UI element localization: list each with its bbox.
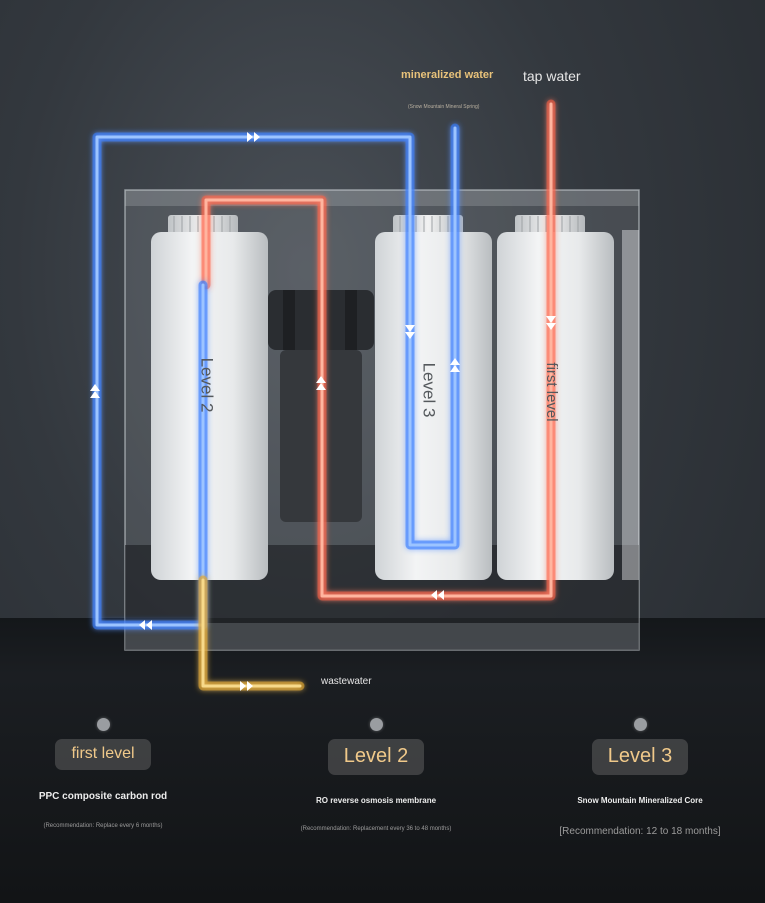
stage-description: PPC composite carbon rod xyxy=(38,791,168,802)
stage-indicator-dot xyxy=(369,718,383,731)
mineralized-water-label: mineralized water xyxy=(401,69,494,81)
pure-water-flow xyxy=(92,123,460,630)
stage-description: RO reverse osmosis membrane xyxy=(315,796,437,805)
cartridge-label-level-2: Level 2 xyxy=(198,358,217,413)
stage-title: Level 3 xyxy=(591,739,689,775)
stage-title: Level 2 xyxy=(327,739,425,775)
wastewater-flow xyxy=(198,575,305,691)
cartridge-label-level-3: Level 3 xyxy=(420,363,439,418)
arrow-down-icon xyxy=(405,325,415,339)
stage-title: first level xyxy=(55,739,151,770)
arrow-right-icon xyxy=(240,681,253,691)
stage-recommendation: (Recommendation: Replace every 6 months) xyxy=(43,823,163,829)
stage-indicator-dot xyxy=(96,718,110,731)
arrow-right-icon xyxy=(247,132,260,142)
arrow-up-icon xyxy=(90,384,100,398)
arrow-up-icon xyxy=(450,358,460,372)
arrow-down-icon xyxy=(546,316,556,330)
stage-level-3: Level 3 Snow Mountain Mineralized Core [… xyxy=(540,718,740,837)
stage-recommendation: [Recommendation: 12 to 18 months] xyxy=(559,826,721,837)
arrow-left-icon xyxy=(431,590,444,600)
tap-water-label: tap water xyxy=(523,68,581,84)
stage-level-2: Level 2 RO reverse osmosis membrane (Rec… xyxy=(276,718,476,832)
stage-description: Snow Mountain Mineralized Core xyxy=(577,796,703,805)
stage-indicator-dot xyxy=(633,718,647,731)
wastewater-label: wastewater xyxy=(321,676,372,687)
arrow-up-icon xyxy=(316,376,326,390)
cartridge-label-first-level: first level xyxy=(543,362,560,421)
mineralized-water-source: (Snow Mountain Mineral Spring) xyxy=(408,104,480,110)
stage-first-level: first level PPC composite carbon rod (Re… xyxy=(3,718,203,829)
tap-water-flow xyxy=(201,99,556,601)
stage-recommendation: (Recommendation: Replacement every 36 to… xyxy=(300,826,452,832)
arrow-left-icon xyxy=(139,620,152,630)
